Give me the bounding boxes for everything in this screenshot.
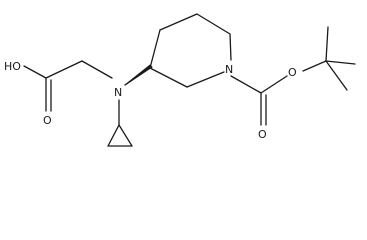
molecule-structure: HO O N N O O — [4, 13, 356, 147]
structure-canvas: HO O N N O O — [4, 13, 356, 147]
bond-n-c3 — [124, 67, 151, 86]
atom-label-ester-oxygen: O — [288, 66, 297, 79]
bond-tbu-methyl-bottom — [325, 60, 348, 91]
atom-label-ring-nitrogen: N — [225, 63, 233, 76]
bond-tbu-methyl-right — [325, 60, 356, 65]
cyclopropyl-bond-1 — [107, 124, 120, 147]
atom-label-carbonyl-oxygen-right: O — [258, 128, 267, 141]
bond-tbu-methyl-top — [325, 26, 329, 62]
atom-label-hydroxyl: HO — [4, 60, 21, 73]
bond-ester-o-tbu — [302, 60, 327, 72]
bond-carbonyl-ester-o — [260, 75, 288, 94]
bond-c-ch2 — [45, 60, 83, 79]
cyclopropyl-bond-3 — [118, 124, 133, 147]
atom-label-amine-nitrogen: N — [114, 86, 122, 99]
bond-ho-c — [23, 65, 47, 79]
bond-n-carbonyl — [230, 75, 262, 94]
ring-bond-c6-n — [229, 33, 232, 61]
bond-ch2-n — [81, 60, 113, 79]
ring-bond-c4-c5 — [159, 13, 198, 31]
ring-bond-c2-c3 — [149, 67, 188, 88]
ring-bond-c5-c6 — [196, 13, 231, 35]
ring-bond-n-c2 — [186, 71, 225, 88]
ring-bond-c3-c4 — [149, 29, 161, 69]
atom-label-carbonyl-oxygen-left: O — [43, 114, 52, 127]
